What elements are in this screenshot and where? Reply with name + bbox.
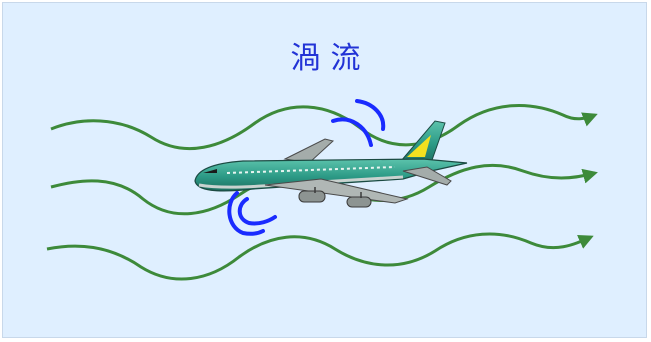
airflow-wave-bottom <box>46 232 594 281</box>
diagram-panel: 渦流 <box>2 2 647 338</box>
diagram-title: 渦流 <box>290 41 371 76</box>
airliner-icon <box>194 120 468 208</box>
turbulence-illustration <box>46 99 598 281</box>
vortex-lower-icon <box>227 191 277 236</box>
vortex-upper-icon <box>331 99 386 147</box>
